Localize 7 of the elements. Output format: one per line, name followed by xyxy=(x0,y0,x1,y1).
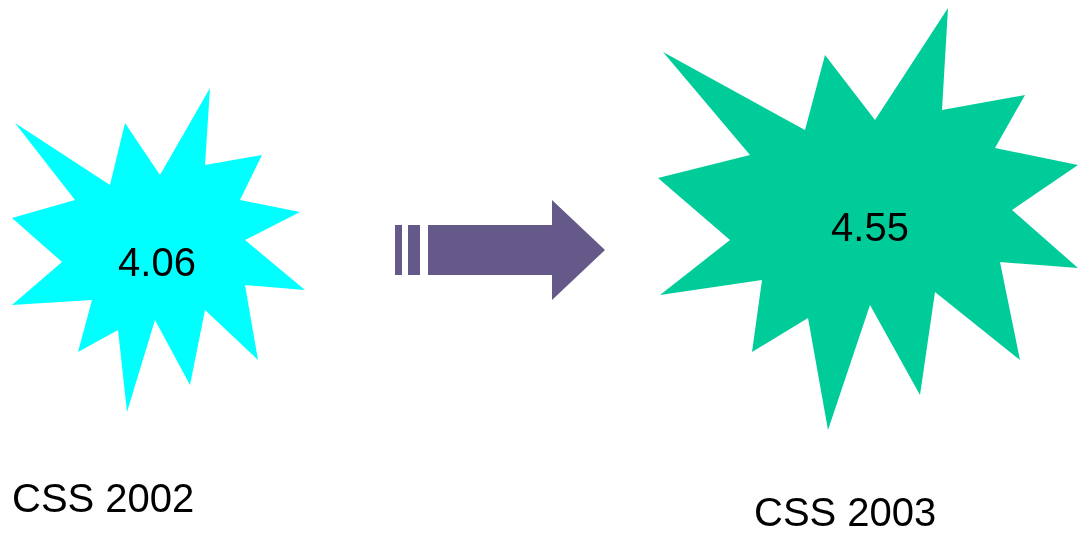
block-arrow xyxy=(395,200,605,300)
value-text: 4.55 xyxy=(831,207,909,247)
value-text: 4.06 xyxy=(118,242,196,282)
starburst xyxy=(656,8,1078,430)
node-label: CSS 2003 xyxy=(754,492,937,532)
node-label: CSS 2002 xyxy=(12,478,195,518)
starburst xyxy=(12,88,305,412)
